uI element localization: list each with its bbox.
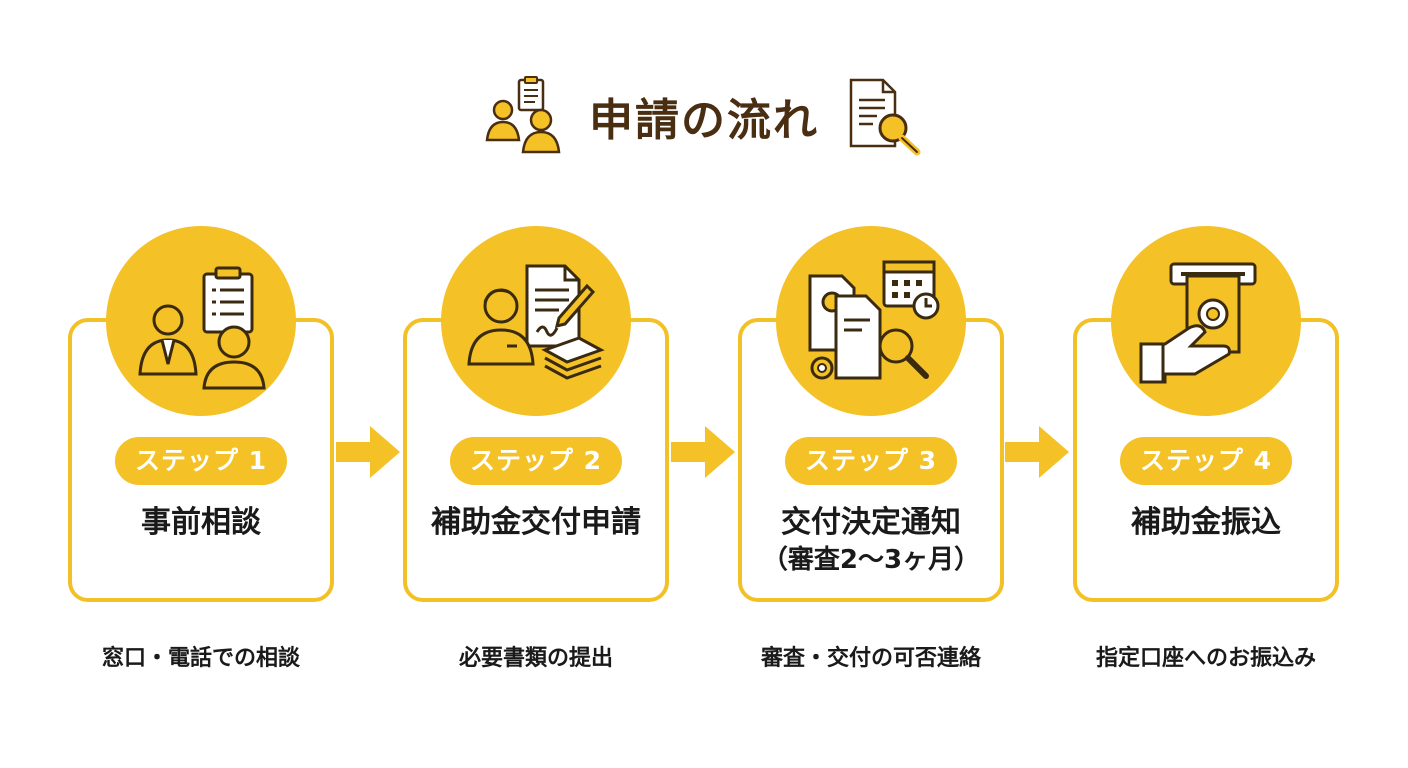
step-title: 補助金振込: [1073, 504, 1339, 542]
step-title-text: 補助金振込: [1131, 505, 1281, 540]
review-schedule-icon: [808, 260, 940, 380]
step-label: ステップ 2: [450, 437, 622, 485]
page-title: 申請の流れ: [589, 95, 819, 146]
step-caption: 指定口座へのお振込み: [1095, 646, 1316, 671]
step-title: 補助金交付申請: [403, 504, 669, 542]
document-application-icon: [467, 264, 605, 380]
step-label: ステップ 3: [785, 437, 957, 485]
arrow-right-icon: [336, 426, 400, 478]
step-title: 交付決定通知 （審査2～3ヶ月）: [738, 504, 1004, 578]
step-label: ステップ 4: [1120, 437, 1292, 485]
step-subtitle: （審査2～3ヶ月）: [761, 545, 981, 575]
step-label: ステップ 1: [115, 437, 287, 485]
step-icon-circle: [776, 226, 966, 416]
step-caption: 必要書類の提出: [458, 646, 613, 671]
document-search-icon: [849, 78, 921, 156]
arrow-right-icon: [671, 426, 735, 478]
consultation-icon: [138, 266, 266, 390]
step-title: 事前相談: [68, 504, 334, 542]
arrow-right-icon: [1005, 426, 1069, 478]
step-title-text: 補助金交付申請: [431, 505, 641, 540]
step-title-text: 事前相談: [141, 505, 261, 540]
payment-transfer-icon: [1139, 262, 1257, 384]
step-caption: 審査・交付の可否連絡: [760, 646, 981, 671]
step-icon-circle: [1111, 226, 1301, 416]
step-caption: 窓口・電話での相談: [101, 646, 300, 671]
consultation-icon: [485, 76, 561, 154]
step-icon-circle: [106, 226, 296, 416]
step-icon-circle: [441, 226, 631, 416]
step-title-text: 交付決定通知: [781, 505, 961, 540]
header: 申請の流れ: [0, 76, 1408, 156]
